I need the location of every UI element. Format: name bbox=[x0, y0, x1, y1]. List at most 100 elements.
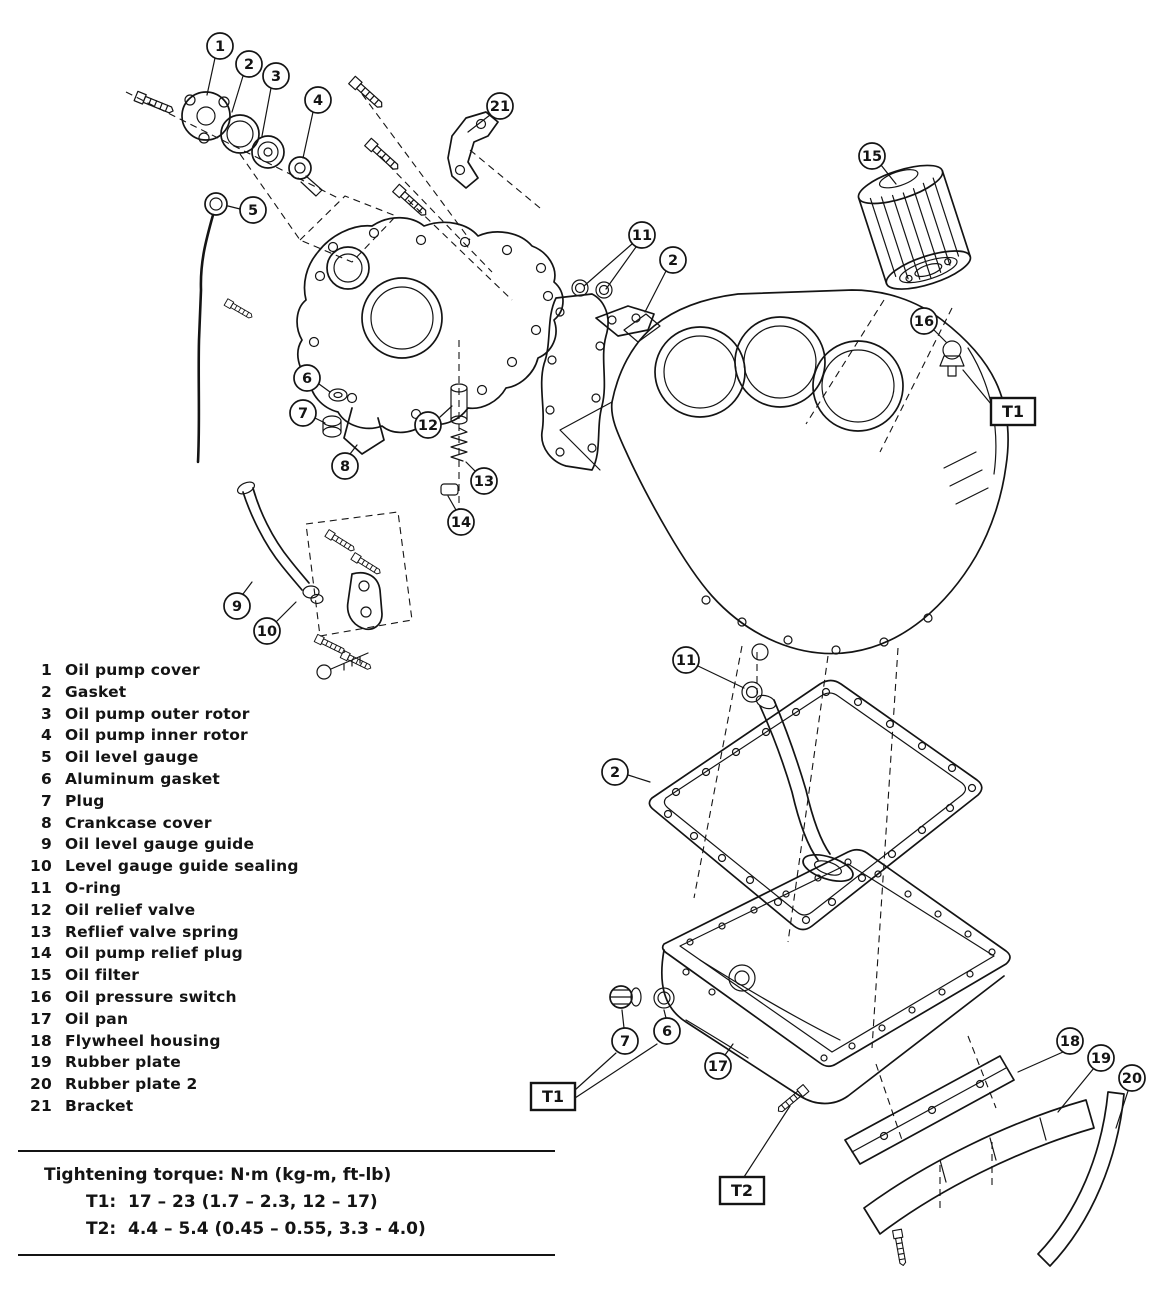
bolt-icon bbox=[133, 90, 176, 117]
guide-bracket-drawing bbox=[305, 511, 413, 680]
plug-drawing bbox=[322, 415, 342, 438]
callout-18: 18 bbox=[1017, 1027, 1084, 1073]
svg-text:8: 8 bbox=[340, 459, 350, 475]
svg-text:6: 6 bbox=[302, 371, 312, 387]
svg-text:13: 13 bbox=[474, 474, 494, 490]
oil-pump-cover-drawing bbox=[181, 91, 231, 144]
part-number: 6 bbox=[41, 769, 52, 788]
pickup-o-ring-drawing bbox=[741, 681, 763, 703]
svg-text:11: 11 bbox=[676, 653, 696, 669]
pan-plug-drawing bbox=[609, 985, 642, 1009]
part-label: Oil pump relief plug bbox=[65, 944, 243, 963]
torque-row-label: T2: bbox=[86, 1219, 117, 1239]
part-number: 11 bbox=[30, 878, 52, 897]
callout-13: 13 bbox=[465, 461, 498, 495]
callout-3: 3 bbox=[261, 62, 290, 137]
parts-list-item: 6 Aluminum gasket bbox=[22, 769, 299, 791]
torque-units: N·m (kg-m, ft-lb) bbox=[230, 1165, 392, 1185]
part-number: 5 bbox=[41, 748, 52, 767]
callout-9: 9 bbox=[223, 581, 253, 620]
part-label: Rubber plate 2 bbox=[65, 1075, 198, 1094]
callout-6-pan: 6 bbox=[653, 1009, 681, 1045]
torque-row-value: 17 – 23 (1.7 – 2.3, 12 – 17) bbox=[128, 1192, 378, 1212]
callout-17: 17 bbox=[704, 1043, 734, 1080]
torque-row-t1: T1: 17 – 23 (1.7 – 2.3, 12 – 17) bbox=[86, 1192, 555, 1212]
part-number: 9 bbox=[41, 835, 52, 854]
callout-7-upper: 7 bbox=[289, 399, 326, 427]
relief-plug-drawing bbox=[440, 483, 459, 496]
callout-14: 14 bbox=[447, 495, 475, 536]
part-label: Reflief valve spring bbox=[65, 922, 239, 941]
svg-text:20: 20 bbox=[1122, 1071, 1142, 1087]
guide-sealing-drawing bbox=[302, 585, 320, 599]
part-label: Crankcase cover bbox=[65, 813, 212, 832]
svg-text:1: 1 bbox=[215, 39, 225, 55]
part-label: O-ring bbox=[65, 878, 122, 897]
callout-1: 1 bbox=[206, 32, 234, 96]
oil-filter-drawing bbox=[857, 164, 972, 290]
svg-text:2: 2 bbox=[610, 765, 620, 781]
bolt-icon bbox=[313, 633, 347, 657]
oil-pickup-drawing bbox=[741, 652, 854, 883]
bolt-icon bbox=[223, 298, 255, 321]
part-number: 10 bbox=[30, 857, 52, 876]
callout-2-pan-gasket: 2 bbox=[601, 758, 651, 786]
rubber-plate-2-drawing bbox=[1037, 1091, 1125, 1267]
oil-pan-gasket-drawing bbox=[648, 679, 983, 931]
part-label: Aluminum gasket bbox=[65, 769, 221, 788]
parts-list-item: 14 Oil pump relief plug bbox=[22, 943, 299, 965]
callout-12: 12 bbox=[414, 405, 453, 439]
aluminum-gasket-drawing bbox=[328, 388, 348, 402]
svg-text:16: 16 bbox=[914, 314, 934, 330]
torque-heading: Tightening torque: N·m (kg-m, ft-lb) bbox=[44, 1165, 555, 1185]
svg-text:5: 5 bbox=[248, 203, 258, 219]
callout-11-pickup: 11 bbox=[672, 646, 745, 689]
part-label: Bracket bbox=[65, 1096, 134, 1115]
part-label: Rubber plate bbox=[65, 1053, 181, 1072]
torque-tag-t2: T2 bbox=[718, 1105, 791, 1206]
part-label: Oil pump outer rotor bbox=[65, 704, 250, 723]
callout-2-mid: 2 bbox=[644, 246, 687, 313]
part-number: 18 bbox=[30, 1031, 52, 1050]
flywheel-housing-drawing bbox=[844, 1035, 1125, 1267]
part-number: 4 bbox=[41, 726, 52, 745]
bolt-icon bbox=[774, 1084, 810, 1116]
svg-text:18: 18 bbox=[1060, 1034, 1080, 1050]
engine-block-drawing bbox=[559, 289, 1009, 1049]
part-number: 14 bbox=[30, 944, 52, 963]
svg-text:10: 10 bbox=[257, 624, 277, 640]
svg-text:11: 11 bbox=[632, 228, 652, 244]
bolt-icon bbox=[364, 137, 402, 174]
relief-spring-drawing bbox=[450, 427, 468, 462]
bracket-drawing bbox=[447, 111, 541, 209]
torque-row-label: T1: bbox=[86, 1192, 117, 1212]
svg-text:19: 19 bbox=[1091, 1051, 1111, 1067]
part-label: Oil level gauge guide bbox=[65, 835, 255, 854]
part-number: 12 bbox=[30, 900, 52, 919]
torque-row-t2: T2: 4.4 – 5.4 (0.45 – 0.55, 3.3 - 4.0) bbox=[86, 1219, 555, 1239]
svg-text:12: 12 bbox=[418, 418, 438, 434]
outer-rotor-drawing bbox=[251, 135, 285, 169]
callout-5: 5 bbox=[227, 196, 267, 224]
callout-4: 4 bbox=[302, 86, 332, 159]
callout-20: 20 bbox=[1115, 1064, 1146, 1129]
torque-row-value: 4.4 – 5.4 (0.45 – 0.55, 3.3 - 4.0) bbox=[128, 1219, 426, 1239]
part-number: 7 bbox=[41, 791, 52, 810]
o-ring-pair-drawing bbox=[571, 279, 613, 299]
callout-8: 8 bbox=[331, 444, 359, 480]
oil-pump-assembly-drawing bbox=[125, 90, 397, 263]
part-number: 16 bbox=[30, 987, 52, 1006]
